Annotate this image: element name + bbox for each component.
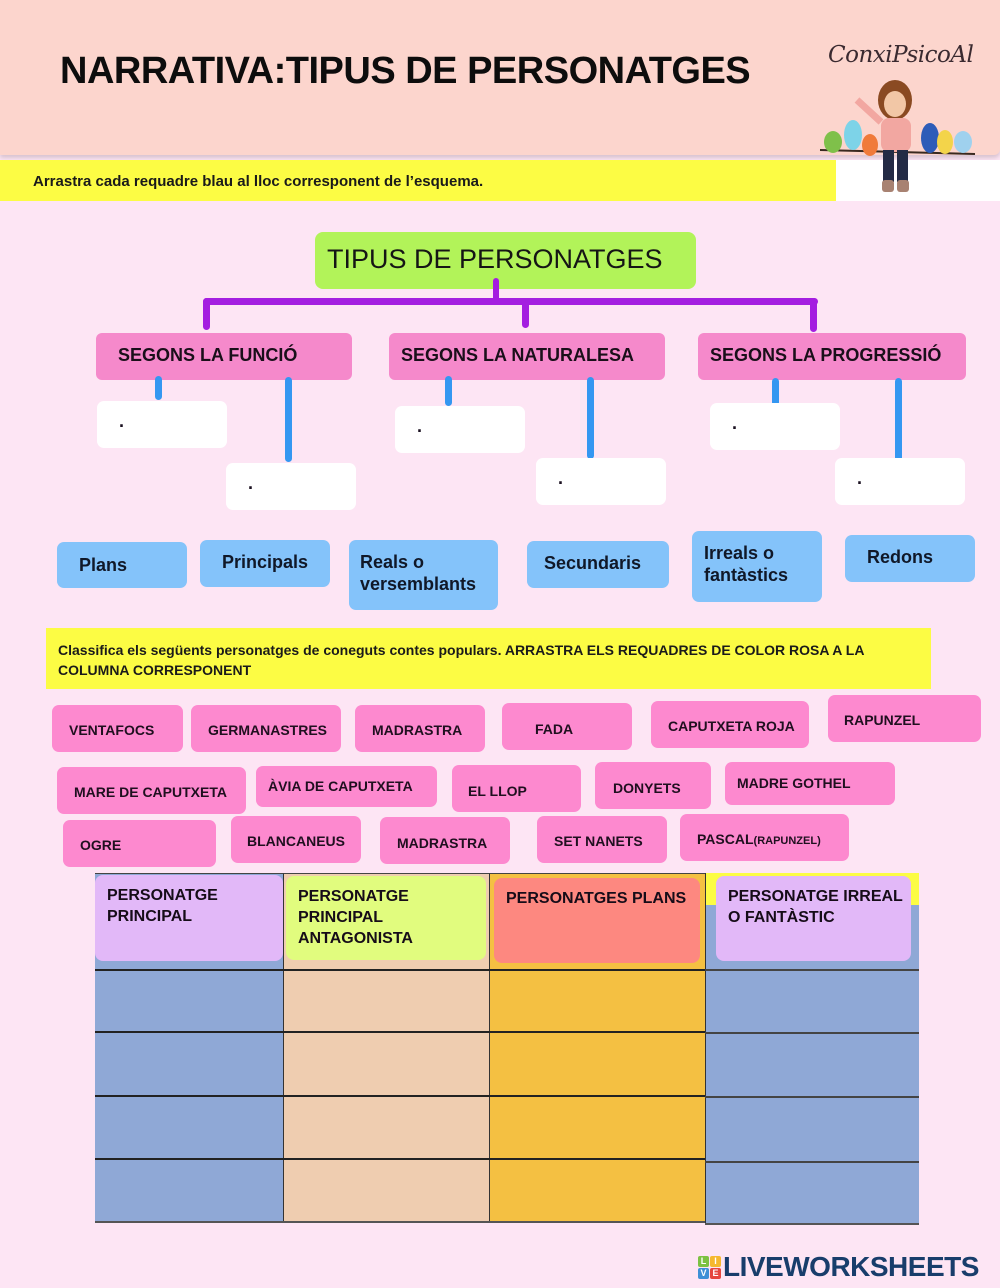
drop-slot-nature-1[interactable]: . [395,406,525,453]
classify-instruction-text: Classifica els següents personatges de c… [58,642,864,678]
drop-slot-progression-2[interactable]: . [835,458,965,505]
instruction-text: Arrastra cada requadre blau al lloc corr… [33,173,484,190]
drag-tile-secundaris[interactable]: Secundaris [527,541,669,588]
drag-tile-madrastra[interactable]: MADRASTRA [355,705,485,752]
header-banner [0,0,1000,155]
page-title: NARRATIVA:TIPUS DE PERSONATGES [60,50,751,92]
column-header-plans: PERSONATGES PLANS [494,878,700,963]
drag-tile-pascal-suffix: (RAPUNZEL) [753,835,821,847]
drag-tile-pascal-label: PASCAL [697,831,754,847]
classify-instruction-banner [46,628,931,689]
drag-tile-plans[interactable]: Plans [57,542,187,588]
drag-tile-irreals[interactable]: Irreals o fantàstics [692,531,822,602]
drop-row-2-irreal[interactable] [705,1032,919,1096]
connector-line [810,298,817,332]
instruction-banner [0,160,836,201]
drop-slot-nature-2[interactable]: . [536,458,666,505]
drag-tile-rapunzel[interactable]: RAPUNZEL [828,695,981,742]
cube-l: L [698,1255,709,1267]
connector-line [772,378,779,406]
liveworksheets-brand: LIVEWORKSHEETS [723,1251,979,1282]
connector-line [285,377,292,462]
drag-tile-germanastres[interactable]: GERMANASTRES [191,705,341,752]
column-header-principal: PERSONATGE PRINCIPAL [95,875,283,961]
connector-line [522,298,529,328]
drop-slot-function-1[interactable]: . [97,401,227,448]
connector-line [445,376,452,406]
drop-row-1-irreal[interactable] [705,969,919,1033]
table-bottom-border [95,1221,705,1223]
drop-row-3[interactable] [95,1095,705,1159]
drag-tile-ventafocs[interactable]: VENTAFOCS [52,705,183,752]
table-bottom-border [705,1223,919,1225]
drop-slot-progression-1[interactable]: . [710,403,840,450]
drag-tile-donyets[interactable]: DONYETS [595,762,711,809]
drag-tile-principals[interactable]: Principals [200,540,330,587]
drag-tile-mare-de-caputxeta[interactable]: MARE DE CAPUTXETA [57,767,246,814]
connector-line [155,376,162,400]
drop-row-2[interactable] [95,1031,705,1095]
drag-tile-redons[interactable]: Redons [845,535,975,582]
drag-tile-madre-gothel[interactable]: MADRE GOTHEL [725,762,895,805]
connector-line [587,377,594,459]
drag-tile-el-llop[interactable]: EL LLOP [452,765,581,812]
connector-line [203,298,818,305]
category-nature: SEGONS LA NATURALESA [389,333,665,380]
drag-tile-pascal[interactable]: PASCAL(RAPUNZEL) [680,814,849,861]
drag-tile-ogre[interactable]: OGRE [63,820,216,867]
drag-tile-set-nanets[interactable]: SET NANETS [537,816,667,863]
liveworksheets-cubes-icon: L I V E [698,1255,721,1279]
category-progression: SEGONS LA PROGRESSIÓ [698,333,966,380]
drag-tile-caputxeta-roja[interactable]: CAPUTXETA ROJA [651,701,809,748]
logo-background [836,160,1000,201]
drag-tile-reals[interactable]: Reals o versemblants [349,540,498,610]
connector-line [895,378,902,461]
author-avatar-icon [819,80,976,192]
classification-table: PERSONATGE PRINCIPAL PERSONATGE PRINCIPA… [95,873,920,1225]
drag-tile-fada[interactable]: FADA [502,703,632,750]
cube-v: V [698,1267,709,1279]
category-function: SEGONS LA FUNCIÓ [96,333,352,380]
drop-slot-function-2[interactable]: . [226,463,356,510]
mindmap-root: TIPUS DE PERSONATGES [315,232,696,289]
drag-tile-avia-de-caputxeta[interactable]: ÀVIA DE CAPUTXETA [256,766,437,807]
drop-row-4[interactable] [95,1158,705,1222]
cube-e: E [710,1267,721,1279]
drop-row-3-irreal[interactable] [705,1096,919,1160]
column-header-antagonista: PERSONATGE PRINCIPAL ANTAGONISTA [286,876,486,960]
column-header-irreal: PERSONATGE IRREAL O FANTÀSTIC [716,876,911,961]
liveworksheets-logo[interactable]: L I V E LIVEWORKSHEETS [698,1251,979,1282]
drop-row-1[interactable] [95,969,705,1033]
connector-line [203,298,210,330]
drag-tile-blancaneus[interactable]: BLANCANEUS [231,816,361,863]
drop-row-4-irreal[interactable] [705,1161,919,1225]
cube-i: I [710,1255,721,1267]
drag-tile-madrastra-2[interactable]: MADRASTRA [380,817,510,864]
connector-line [493,278,499,302]
author-signature: ConxiPsicoAl [828,42,974,68]
